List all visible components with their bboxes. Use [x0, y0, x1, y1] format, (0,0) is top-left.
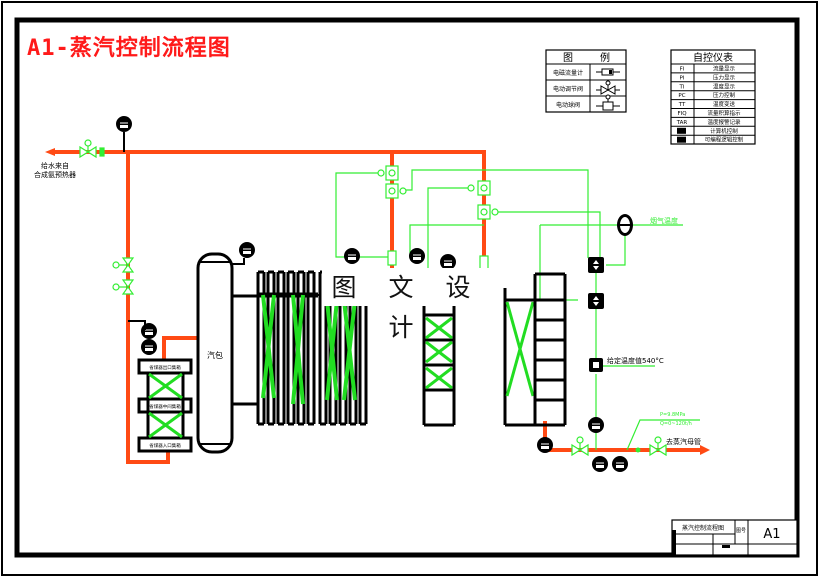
page-title: A1-蒸汽控制流程图: [27, 36, 231, 61]
title-block: 蒸汽控制流程图 图号 A1: [671, 519, 798, 556]
drum-label: 汽包: [207, 350, 223, 360]
economizer-inlet-label: 省煤器入口集箱: [149, 442, 181, 449]
desuperheater-valve-1b[interactable]: [385, 183, 407, 199]
economizer: 省煤器出口集箱 省煤器中间集箱 省煤器入口集箱: [128, 320, 193, 453]
superheater-1-crossbar: [256, 292, 320, 298]
instrument-desc: 温度变送: [713, 100, 736, 108]
steam-drum: 汽包: [196, 252, 258, 454]
instrument-code: TT: [678, 102, 686, 108]
control-valve-icon: [596, 80, 620, 95]
steam-spec-pressure: P=9.8MPa: [660, 412, 685, 418]
economizer-middle-label: 省煤器中间集箱: [149, 403, 181, 410]
economizer-middle-header: [137, 397, 193, 414]
pressure-gauge-feedwater[interactable]: [116, 116, 132, 132]
gauge-desuperheater-3[interactable]: [440, 254, 456, 270]
instrument-table-title: 自控仪表: [693, 51, 733, 64]
instrument-desc: 计算机控制: [710, 127, 738, 135]
instrument-desc: 压力显示: [713, 73, 736, 81]
reheater-bank: [422, 298, 456, 427]
watermark: 图 文 设 计: [322, 268, 492, 342]
instrument-desc: 温度报警记录: [707, 118, 741, 126]
gauge-economizer-1[interactable]: [141, 323, 157, 339]
feedwater-inlet-valve[interactable]: [79, 139, 105, 159]
instrument-symbol: [677, 127, 686, 134]
instrument-desc: 温度显示: [713, 82, 736, 90]
gauge-desuperheater-2[interactable]: [409, 248, 425, 264]
gauge-steam-outlet-3[interactable]: [612, 456, 628, 472]
downcomer-control-valve-2[interactable]: [112, 279, 135, 295]
legend-row-label: 电动球阀: [556, 101, 580, 109]
ball-valve-icon: [596, 94, 620, 111]
instrument-code: TI: [679, 84, 685, 90]
instrument-table: 自控仪表 FI 流量显示 PI 压力显示 TI 温度显示 PC 压力控制 TT 温度变送 FIQ 流量…: [670, 49, 756, 145]
steam-out-label: 去蒸汽母管: [666, 437, 701, 446]
drawing-number: A1: [763, 527, 780, 542]
instrument-code: FI: [680, 67, 685, 73]
controllers: [588, 214, 633, 372]
pressure-gauge-drum[interactable]: [239, 242, 255, 258]
instrument-desc: 可编程逻辑控制: [705, 136, 744, 144]
flowmeter-icon: [596, 68, 620, 76]
desuperheater-valve-2b[interactable]: [477, 204, 499, 220]
instrument-desc: 流量积算指示: [707, 109, 741, 117]
economizer-to-drum-pipe: [162, 336, 200, 362]
desuperheater-valve-2a[interactable]: [467, 180, 491, 196]
instrument-code: FIQ: [677, 111, 687, 117]
steam-out-arrow-icon: [700, 445, 710, 455]
legend-table: 图 例 电磁流量计 电动调节阀 电动球阀: [545, 49, 627, 113]
controller-pc-1[interactable]: [588, 257, 604, 273]
feedwater-source-label: 给水来自: [41, 161, 69, 170]
instrument-code: PC: [678, 93, 685, 99]
instrument-desc: 流量显示: [713, 65, 736, 73]
legend-header-right: 例: [600, 51, 610, 64]
legend-row-label: 电磁流量计: [553, 69, 583, 77]
economizer-inlet-header: [137, 436, 193, 453]
desuperheater-valves: [377, 165, 499, 271]
signal-lines: [335, 169, 700, 451]
legend-row-label: 电动调节阀: [553, 85, 583, 93]
downcomer-control-valve-1[interactable]: [112, 257, 135, 273]
economizer-outlet-header: [137, 358, 193, 375]
gauge-steam-temp[interactable]: [588, 417, 604, 433]
economizer-outlet-label: 省煤器出口集箱: [149, 364, 181, 371]
feedwater-source-label-2: 合成氨预热器: [34, 170, 76, 179]
instrument-desc: 压力控制: [713, 91, 736, 99]
instrument-code: PI: [680, 75, 685, 81]
controller-pc-2[interactable]: [588, 293, 604, 309]
final-superheater-outer: [533, 272, 567, 427]
drawing-frame: [14, 17, 800, 558]
drawing-name: 蒸汽控制流程图: [682, 524, 724, 532]
instrument-symbol: [677, 136, 686, 143]
steam-spec-flow: Q=0~120t/h: [660, 421, 692, 427]
steam-outlet-valve-1[interactable]: [571, 436, 589, 457]
desuperheater-valve-1a[interactable]: [377, 165, 399, 181]
set-temperature-label: 给定温度值540°C: [607, 356, 664, 365]
legend-header-left: 图: [563, 52, 573, 64]
steam-outlet-valve-2[interactable]: [649, 436, 667, 457]
gauge-steam-outlet-1[interactable]: [537, 437, 553, 453]
drawing-number-label: 图号: [736, 528, 746, 534]
instrument-code: TAR: [676, 120, 688, 126]
final-superheater-inner: [503, 298, 537, 427]
gauge-steam-outlet-2[interactable]: [592, 456, 608, 472]
flow-element-1: [387, 250, 397, 266]
gauge-economizer-2[interactable]: [141, 339, 157, 355]
gauge-desuperheater-1[interactable]: [344, 248, 360, 264]
feedwater-in-arrow-icon: [45, 148, 55, 156]
smoke-signal-label: 烟气温度: [650, 216, 678, 225]
steam-flow-tap: [635, 447, 641, 453]
